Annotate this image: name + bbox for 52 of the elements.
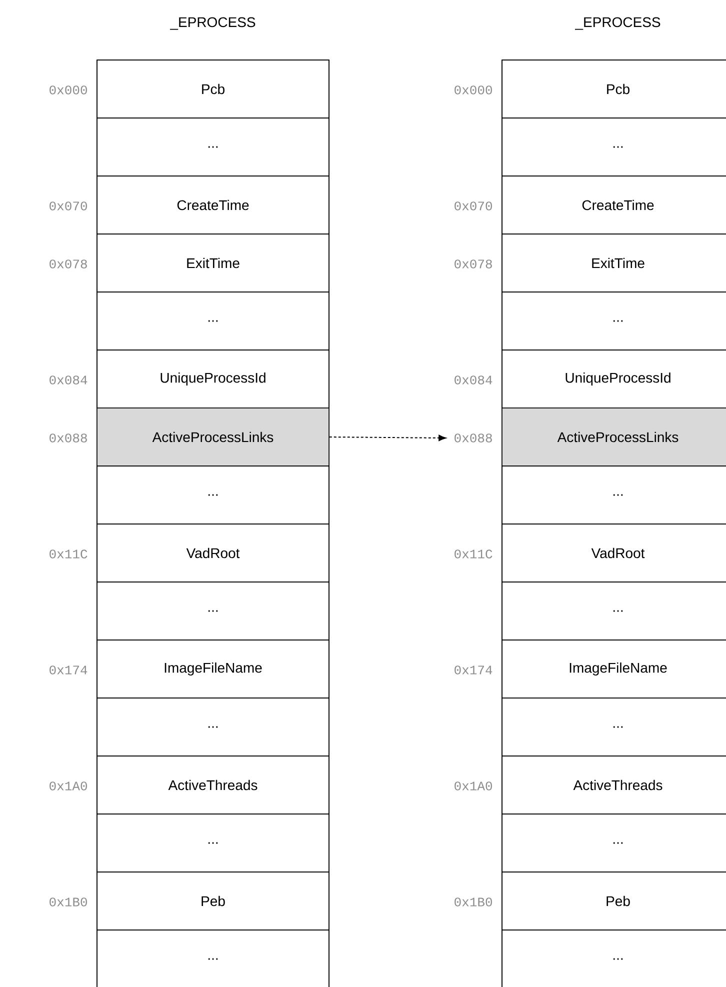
field-cell: ... [96,466,330,524]
field-cell: VadRoot [96,524,330,582]
field-cell: CreateTime [96,176,330,234]
field-cell: Pcb [96,60,330,118]
field-cell: ActiveThreads [502,756,726,814]
field-cell: ... [96,930,330,987]
field-cell: ActiveThreads [96,756,330,814]
field-cell: VadRoot [502,524,726,582]
field-cell: ... [502,698,726,756]
field-cell: ImageFileName [96,640,330,698]
field-cell: Peb [502,872,726,930]
offset-label: 0x078 [454,260,492,268]
field-cell: ... [502,930,726,987]
offset-label: 0x070 [50,202,87,210]
offset-label: 0x11C [50,550,88,558]
field-cell: ... [96,292,330,350]
offset-label: 0x088 [50,434,87,442]
offset-label: 0x1A0 [50,782,87,790]
offset-label: 0x084 [454,376,492,384]
field-cell: ExitTime [96,234,330,292]
offset-label: 0x174 [454,666,492,674]
field-cell: ... [502,466,726,524]
field-cell: ExitTime [502,234,726,292]
offset-label: 0x084 [50,376,88,384]
offset-label: 0x000 [454,86,492,94]
offset-label: 0x088 [454,434,492,442]
node-label: _EPROCESS [574,17,660,30]
field-cell: ... [96,814,330,872]
offset-label: 0x070 [454,202,492,210]
offset-label: 0x174 [50,666,88,674]
offset-label: 0x1B0 [50,898,87,906]
field-cell: ... [502,292,726,350]
offset-label: 0x11C [454,550,492,558]
field-cell: ... [502,118,726,176]
field-cell: ... [502,582,726,640]
field-cell: ImageFileName [502,640,726,698]
field-cell-highlighted: ActiveProcessLinks [502,408,726,466]
field-cell: ... [502,814,726,872]
node-label: _EPROCESS [170,17,256,30]
arrow [328,434,446,442]
offset-label: 0x1A0 [454,782,492,790]
field-cell: Peb [96,872,330,930]
field-cell: CreateTime [502,176,726,234]
field-cell: ... [96,582,330,640]
field-cell: UniqueProcessId [502,350,726,408]
offset-label: 0x1B0 [454,898,492,906]
field-cell: ... [96,118,330,176]
offset-label: 0x000 [50,86,87,94]
field-cell-highlighted: ActiveProcessLinks [96,408,330,466]
field-cell: Pcb [502,60,726,118]
field-cell: ... [96,698,330,756]
offset-label: 0x078 [50,260,87,268]
